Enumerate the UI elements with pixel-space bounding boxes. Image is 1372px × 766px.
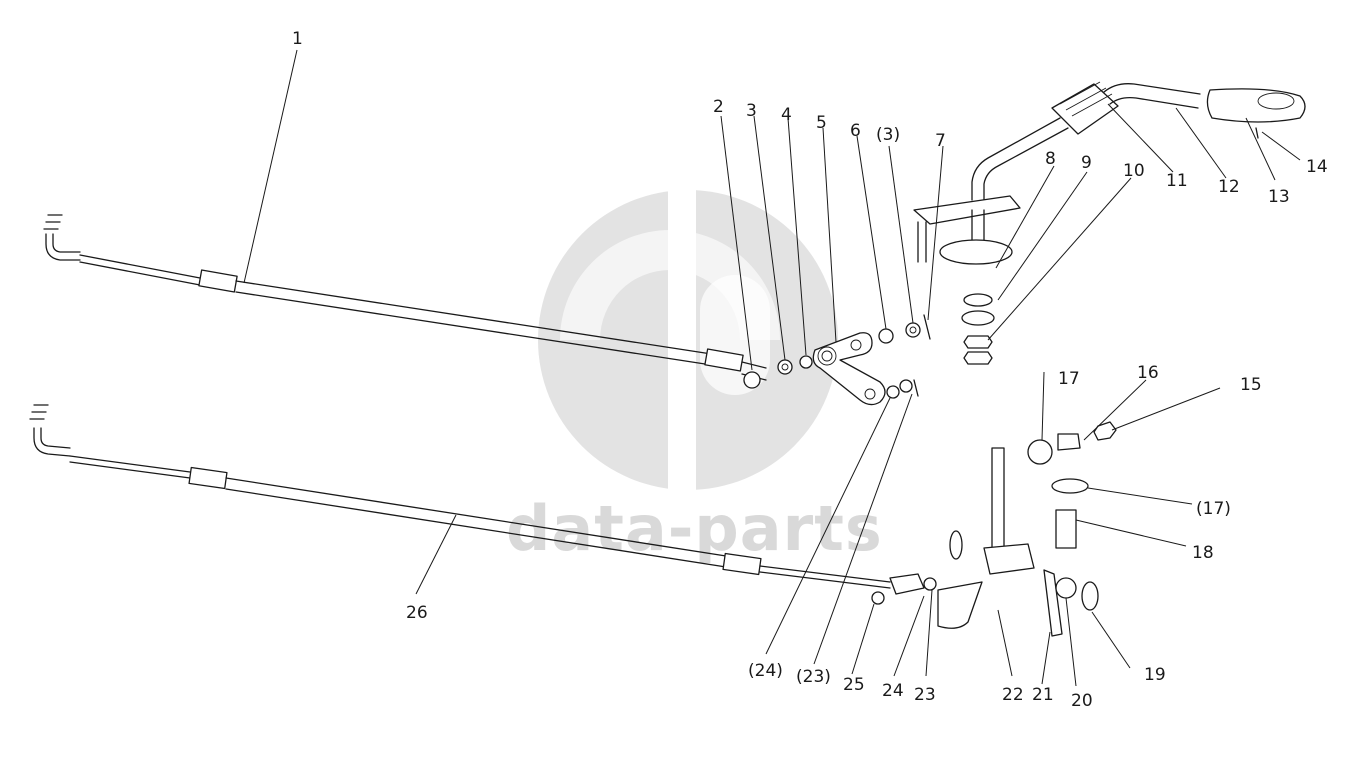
callout-19: 19 <box>1144 665 1166 685</box>
callout-4: 4 <box>781 105 792 125</box>
callout-labels: 1 2 3 4 5 6 (3) 7 8 9 10 11 12 13 14 15 … <box>292 29 1328 711</box>
callout-15: 15 <box>1240 375 1262 395</box>
callout-17: 17 <box>1058 369 1080 389</box>
callout-24: 24 <box>882 681 904 701</box>
callout-5: 5 <box>816 113 827 133</box>
upper-shift-rod <box>43 214 767 389</box>
callout-26: 26 <box>406 603 428 623</box>
callout-24-ref: (24) <box>748 661 783 681</box>
callout-12: 12 <box>1218 177 1240 197</box>
callout-25: 25 <box>843 675 865 695</box>
callout-10: 10 <box>1123 161 1145 181</box>
callout-9: 9 <box>1081 153 1092 173</box>
callout-20: 20 <box>1071 691 1093 711</box>
callout-21: 21 <box>1032 685 1054 705</box>
callout-22: 22 <box>1002 685 1024 705</box>
callout-13: 13 <box>1268 187 1290 207</box>
callout-23: 23 <box>914 685 936 705</box>
watermark-logo <box>538 190 838 490</box>
callout-11: 11 <box>1166 171 1188 191</box>
callout-6: 6 <box>850 121 861 141</box>
lower-lever-assembly <box>937 421 1117 637</box>
gear-lever-assembly <box>913 81 1306 365</box>
lower-shift-rod <box>29 404 937 605</box>
callout-17-ref: (17) <box>1196 499 1231 519</box>
callout-2: 2 <box>713 97 724 117</box>
callout-14: 14 <box>1306 157 1328 177</box>
callout-16: 16 <box>1137 363 1159 383</box>
callout-3: 3 <box>746 101 757 121</box>
callout-23-ref: (23) <box>796 667 831 687</box>
callout-3-ref: (3) <box>876 125 900 145</box>
watermark-text: data-parts <box>506 492 883 565</box>
callout-18: 18 <box>1192 543 1214 563</box>
callout-1: 1 <box>292 29 303 49</box>
callout-8: 8 <box>1045 149 1056 169</box>
leader-lines <box>243 49 1301 687</box>
callout-7: 7 <box>935 131 946 151</box>
